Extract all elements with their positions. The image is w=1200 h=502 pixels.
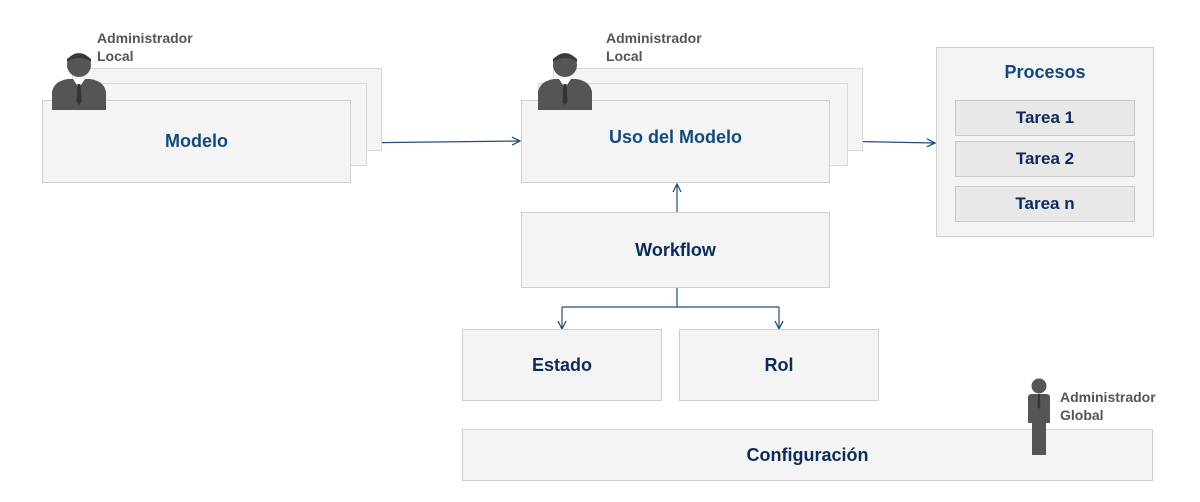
local-admin-2-person-icon [536,48,594,115]
global-admin-label: Administrador Global [1060,389,1156,423]
local-admin-2-label: Administrador Local [606,30,702,64]
workflow-label: Workflow [635,239,716,260]
uso-del-modelo-label: Uso del Modelo [608,127,742,147]
uso-del-modelo-box[interactable]: Uso del Modelo [521,100,830,183]
modelo-box[interactable]: Modelo [42,100,351,183]
estado-box[interactable]: Estado [462,329,662,401]
procesos-title: Procesos [1004,62,1086,82]
task-n[interactable]: Tarea n [955,186,1135,222]
estado-label: Estado [531,354,592,375]
task-2[interactable]: Tarea 2 [955,141,1135,177]
configuracion-label: Configuración [746,444,869,465]
modelo-label: Modelo [165,131,228,151]
rol-label: Rol [764,354,794,375]
procesos-panel: Procesos Tarea 1 Tarea 2 Tarea n [936,47,1154,237]
local-admin-1-person-icon [50,48,108,115]
arrow-workflow-to-estado-rol [562,287,779,308]
workflow-box[interactable]: Workflow [521,212,830,288]
global-admin-person-icon [1024,377,1054,462]
task-1[interactable]: Tarea 1 [955,100,1135,136]
rol-box[interactable]: Rol [679,329,879,401]
local-admin-1-label: Administrador Local [97,30,193,64]
